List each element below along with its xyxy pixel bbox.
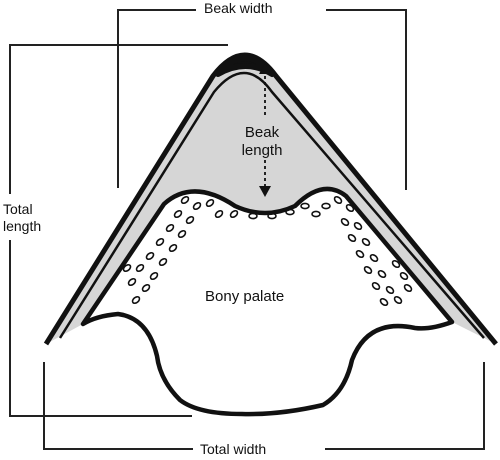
foramen-oval [300,202,310,210]
foramen-oval [155,237,165,247]
foramen-oval [399,271,409,281]
foramen-oval [229,209,239,219]
beak-length-arrow [259,63,271,197]
beak-sheath [46,55,496,344]
foramen-oval [192,201,202,211]
foramen-oval [205,198,215,208]
total-length-bracket [9,44,228,417]
foramen-oval [333,195,343,205]
foramen-oval [131,295,141,305]
foramen-oval [345,203,355,213]
bony-palate-label: Bony palate [205,288,285,305]
foramen-oval [403,283,413,293]
foramen-oval [285,208,295,216]
total-length-label: Total length [3,201,42,234]
foramen-oval [145,251,155,261]
foramen-oval [391,259,401,269]
beak-width-label: Beak width [204,0,273,16]
foramen-oval [340,217,350,227]
foramen-oval [363,265,373,275]
beak-inner-edge [58,71,485,339]
foramen-oval [355,249,365,259]
beak-tip-thickening [215,55,275,77]
total-width-bracket [43,362,485,450]
foramen-oval [385,285,395,295]
arrowhead-up-icon [259,63,271,74]
foramen-oval [127,277,137,287]
total-width-label: Total width [200,441,267,457]
foramen-oval [177,229,187,239]
palatal-foramina [122,195,413,307]
foramen-oval [267,212,277,220]
beak-length-label: Beak length [241,124,283,159]
foramen-oval [173,209,183,219]
foramen-oval [168,243,178,253]
foramen-oval [248,212,258,220]
foramen-oval [158,257,168,267]
foramen-oval [379,297,389,307]
foramen-oval [135,263,145,273]
foramen-oval [377,269,387,279]
foramen-oval [353,221,363,231]
foramen-oval [311,210,321,218]
foramen-oval [165,223,175,233]
foramen-oval [214,209,224,219]
foramen-oval [369,253,379,263]
foramen-oval [371,281,381,291]
foramen-oval [149,271,159,281]
foramen-oval [122,263,132,273]
foramen-oval [185,215,195,225]
foramen-oval [321,202,331,210]
foramen-oval [347,233,357,243]
beak-width-bracket [117,9,407,190]
foramen-oval [141,283,151,293]
foramen-oval [361,237,371,247]
foramen-oval [180,195,190,205]
foramen-oval [393,295,403,305]
arrowhead-down-icon [259,186,271,197]
